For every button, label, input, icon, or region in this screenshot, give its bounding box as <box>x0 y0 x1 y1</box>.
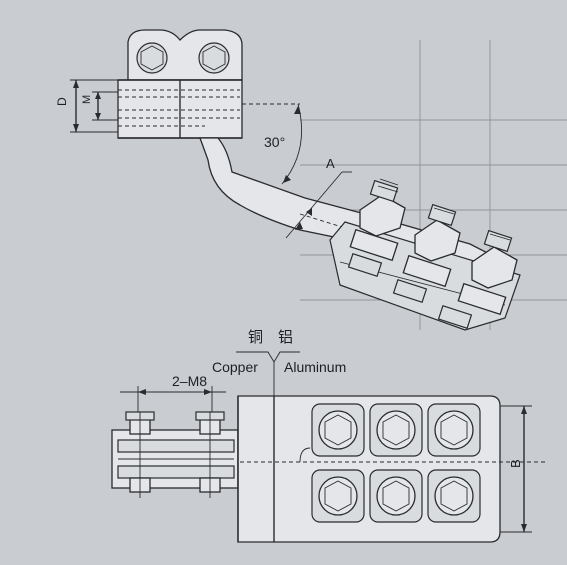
label-copper-cn: 铜 <box>248 329 263 346</box>
palm-bolt-3 <box>427 403 481 457</box>
side-bolt-1 <box>347 178 406 278</box>
dim-a-label: A <box>326 156 335 171</box>
dim-d-label: D <box>55 97 69 106</box>
palm-bolts <box>311 403 481 523</box>
top-view: 2–M8 <box>111 373 545 543</box>
side-bolt-2 <box>392 203 461 304</box>
angle-label: 30° <box>264 134 285 150</box>
bolt-head-right <box>198 42 230 74</box>
angle-30: 30° <box>264 103 303 185</box>
label-copper: Copper <box>212 359 258 375</box>
material-labels: 铜 铝 Copper Aluminum <box>212 329 346 405</box>
dim-b: B <box>500 405 532 533</box>
label-aluminum: Aluminum <box>284 359 346 375</box>
dim-d: D <box>55 79 118 133</box>
side-view: D M 30° A <box>55 29 521 331</box>
palm-bolt-5 <box>369 469 423 523</box>
palm-bolt-6 <box>427 469 481 523</box>
dim-m: M <box>81 91 118 121</box>
bolts-label: 2–M8 <box>172 373 207 389</box>
plan-bolt-left <box>125 411 155 498</box>
palm-bolt-4 <box>311 469 365 523</box>
bolt-head-left <box>136 42 168 74</box>
dim-m-label: M <box>81 95 93 104</box>
dim-a: A <box>285 156 352 239</box>
dim-b-label: B <box>508 459 523 468</box>
label-aluminum-cn: 铝 <box>278 329 293 346</box>
palm-bolt-1 <box>311 403 365 457</box>
side-bolt-3 <box>437 229 518 330</box>
plan-bolt-right <box>195 411 225 498</box>
palm-bolt-2 <box>369 403 423 457</box>
